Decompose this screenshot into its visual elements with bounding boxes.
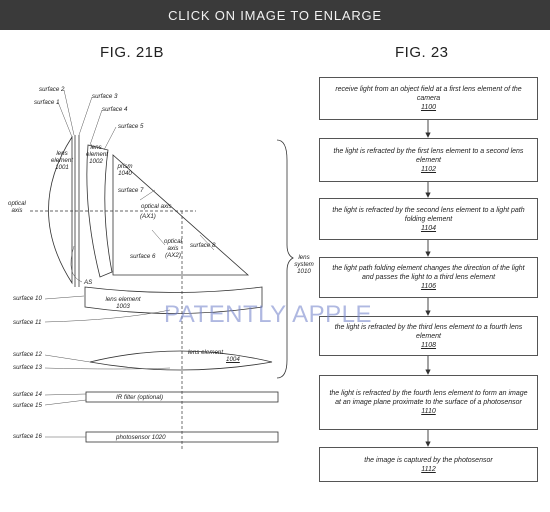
enlarge-banner[interactable]: CLICK ON IMAGE TO ENLARGE [0, 0, 550, 30]
label-lens-system-2: system [294, 261, 314, 268]
label-surface-11: surface 11 [13, 319, 42, 326]
label-optical-axis-2-line2: axis [167, 245, 179, 252]
label-photosensor-num: 1020 [151, 434, 166, 441]
enlarge-banner-text: CLICK ON IMAGE TO ENLARGE [168, 7, 382, 23]
label-lens-1004-num: 1004 [226, 356, 240, 363]
fig-23-title: FIG. 23 [395, 44, 449, 61]
label-lens-1002-line2: element [86, 151, 109, 158]
label-lens-1003-line1: lens element [105, 296, 141, 303]
label-photosensor-1020: photosensor 1020 [116, 434, 166, 441]
label-surface-8: surface 8 [190, 242, 216, 249]
label-lens-1001-line2: element [50, 157, 73, 164]
flow-step-1104-text: the light is refracted by the second len… [332, 206, 525, 223]
flow-step-1108-num: 1108 [420, 341, 437, 349]
label-prism-num: 1040 [118, 170, 132, 177]
label-surface-3: surface 3 [92, 93, 118, 100]
lens-element-1001 [48, 135, 73, 285]
flow-step-1110-num: 1110 [421, 408, 436, 415]
label-optical-axis-2-line1: optical [164, 238, 182, 245]
label-surface-7: surface 7 [118, 187, 144, 194]
label-optical-axis-1: optical axis [141, 203, 172, 210]
flow-step-1102-num: 1102 [420, 165, 437, 173]
label-surface-15: surface 15 [13, 402, 42, 409]
label-surface-1: surface 1 [34, 99, 60, 106]
flow-step-1104: the light is refracted by the second len… [319, 198, 538, 240]
flow-step-1108-text: the light is refracted by the third lens… [334, 323, 523, 340]
label-surface-13: surface 13 [13, 364, 42, 371]
label-prism-1040: prism 1040 [116, 163, 134, 177]
flow-step-1100-text: receive light from an object field at a … [335, 86, 522, 102]
lens-element-1003 [84, 286, 263, 314]
flow-step-1102: the light is refracted by the first lens… [319, 138, 538, 182]
label-optical-axis-2: optical axis (AX2) [163, 238, 183, 259]
label-photosensor-word: photosensor [116, 434, 151, 441]
label-ax2: (AX2) [165, 252, 181, 259]
lens-element-1002 [86, 144, 113, 278]
label-optical-left-2: axis [11, 207, 23, 214]
prism-1040 [112, 154, 250, 276]
flow-step-1112: the image is captured by the photosensor… [319, 447, 538, 482]
label-surface-2: surface 2 [39, 86, 65, 93]
label-lens-system-1010: lens system 1010 [292, 254, 316, 275]
flow-step-1100-num: 1100 [420, 104, 437, 111]
fig-21b-title: FIG. 21B [100, 44, 165, 61]
flow-step-1108: the light is refracted by the third lens… [319, 316, 538, 356]
label-lens-1002-num: 1002 [89, 158, 103, 165]
flow-step-1102-text: the light is refracted by the first lens… [333, 147, 524, 164]
label-ir-filter: IR filter (optional) [116, 394, 164, 401]
flow-step-1106: the light path folding element changes t… [319, 257, 538, 298]
label-lens-element-1003: lens element 1003 [105, 296, 141, 310]
label-surface-6: surface 6 [130, 253, 156, 260]
label-lens-element-1004: lens element [188, 349, 223, 356]
label-lens-system-1: lens [298, 254, 310, 261]
flow-step-1106-num: 1106 [420, 283, 437, 290]
label-lens-1001-line1: lens [56, 150, 68, 157]
label-lens-element-1001: lens element 1001 [50, 150, 74, 171]
label-lens-1004-word: lens element [188, 349, 224, 356]
flow-step-1104-num: 1104 [420, 224, 437, 232]
label-optical-left-1: optical [8, 200, 26, 207]
flow-step-1100: receive light from an object field at a … [319, 77, 538, 120]
flow-step-1110: the light is refracted by the fourth len… [319, 375, 538, 430]
label-surface-14: surface 14 [13, 391, 42, 398]
label-lens-1001-num: 1001 [55, 164, 69, 171]
label-lens-1003-num: 1003 [116, 303, 130, 310]
label-surface-5: surface 5 [118, 123, 144, 130]
label-surface-4: surface 4 [102, 106, 128, 113]
flow-step-1106-text: the light path folding element changes t… [332, 265, 525, 281]
label-ax1: (AX1) [140, 213, 156, 220]
flow-step-1112-num: 1112 [421, 465, 436, 473]
label-prism-word: prism [117, 163, 133, 170]
label-surface-12: surface 12 [13, 351, 42, 358]
lens-system-brace [276, 139, 294, 379]
label-surface-16: surface 16 [13, 433, 42, 440]
label-as: AS [84, 279, 93, 286]
label-lens-1002-line1: lens [90, 144, 102, 151]
label-lens-system-num: 1010 [297, 268, 311, 275]
flow-step-1112-text: the image is captured by the photosensor [364, 456, 493, 464]
label-optical-axis-left: optical axis [6, 200, 28, 214]
flow-step-1110-text: the light is refracted by the fourth len… [329, 390, 528, 406]
label-lens-element-1002: lens element 1002 [86, 144, 109, 165]
label-surface-10: surface 10 [13, 295, 42, 302]
patently-apple-watermark: PATENTLY APPLE [164, 301, 372, 328]
